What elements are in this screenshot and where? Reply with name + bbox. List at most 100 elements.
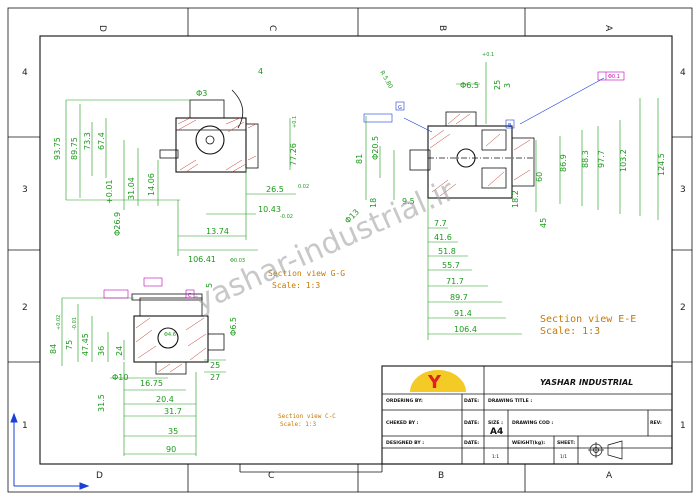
dim-18-2: 18.2 — [511, 190, 520, 208]
dim-55-7: 55.7 — [442, 261, 460, 270]
zone-right-3: 3 — [680, 185, 686, 195]
dim-31-7: 31.7 — [164, 407, 182, 416]
dim-27: 27 — [210, 373, 220, 382]
ordering-by-label: ORDERING BY: — [386, 398, 423, 404]
hatch-ee — [429, 113, 531, 197]
dim-88-3: 88.3 — [581, 150, 590, 168]
dim-36: 36 — [97, 346, 106, 356]
zone-left-3: 3 — [22, 185, 28, 195]
dim-phi-6-5-ee: Φ6.5 — [460, 81, 479, 90]
watermark: yashar-industrial.ir — [189, 173, 460, 319]
part-outline-ee — [409, 111, 535, 199]
tol-b-gg: -0.02 — [280, 214, 293, 220]
dim-106-4: 106.4 — [454, 325, 477, 334]
zone-top-a: A — [603, 25, 613, 32]
zone-left-1: 1 — [22, 421, 28, 431]
caption-gg: Section view G-G — [268, 269, 345, 278]
dim-75-cc: 75 — [65, 340, 74, 350]
dim-9-5: 9.5 — [402, 197, 415, 206]
dim-35: 35 — [168, 427, 178, 436]
dim-41-6: 41.6 — [434, 233, 452, 242]
dim-93-75: 93.75 — [53, 137, 62, 160]
dim-31-5: 31.5 — [97, 394, 106, 412]
dim-86-9: 86.9 — [559, 154, 568, 172]
section-view-gg: 93.75 89.75 73.3 67.4 31.04 14.06 Φ26.9 … — [53, 67, 345, 290]
dim-7-7: 7.7 — [434, 219, 447, 228]
zone-top-c: C — [267, 25, 277, 31]
checked-by-label: CHEKED BY : — [386, 420, 419, 426]
dim-91-4: 91.4 — [454, 309, 472, 318]
tol-c-gg: +0.01 — [105, 179, 114, 204]
dim-77-26: 77.26 — [289, 143, 298, 166]
dim-phi-4-6: Φ4.6 — [164, 332, 176, 338]
tol-01-ee: +0.1 — [482, 52, 494, 58]
hatch-cc — [135, 317, 207, 373]
dim-lines-ee — [365, 62, 659, 340]
dim-18-ee: 18 — [369, 198, 378, 208]
datum-c: C — [188, 293, 192, 299]
dim-phi-3: Φ3 — [196, 89, 207, 98]
dim-60: 60 — [535, 172, 544, 182]
company-name: YASHAR INDUSTRIAL — [540, 378, 633, 387]
date-label-1: DATE: — [464, 398, 479, 404]
dim-phi-20-5: Φ20.5 — [371, 136, 380, 160]
ucs-axis-icon — [10, 412, 90, 490]
zone-bottom-b: B — [438, 471, 444, 481]
dim-20-4: 20.4 — [156, 395, 174, 404]
sheet-value: 1/1 — [560, 454, 567, 460]
drawing-cod-label: DRAWING COD : — [512, 420, 553, 426]
zone-bottom-c: C — [268, 471, 274, 481]
date-label-3: DATE: — [464, 440, 479, 446]
dim-67-4: 67.4 — [97, 132, 106, 150]
dim-73-3: 73.3 — [83, 132, 92, 150]
dim-r5-80: R 5.80 — [378, 70, 394, 90]
zone-right-4: 4 — [680, 68, 686, 78]
scale-gg: Scale: 1:3 — [272, 281, 320, 290]
projection-symbol-icon — [588, 440, 623, 460]
title-block: Y YASHAR INDUSTRIAL ORDERING BY: DATE: D… — [381, 365, 673, 465]
dim-84: 84 — [49, 344, 58, 354]
gdt-tol-ee: Φ0.1 — [608, 74, 620, 80]
part-outline-gg — [159, 89, 259, 173]
date-label-2: DATE: — [464, 420, 479, 426]
zone-bottom-a: A — [606, 471, 613, 481]
dim-14-06: 14.06 — [147, 173, 156, 196]
caption-cc: Section view C-C — [278, 413, 336, 420]
drawing-title-label: DRAWING TITLE : — [488, 398, 532, 404]
datum-boxes-ee — [363, 77, 605, 133]
dim-13-74: 13.74 — [206, 227, 229, 236]
dim-89-7: 89.7 — [450, 293, 468, 302]
zone-right-1: 1 — [680, 421, 686, 431]
dim-25-cc: 25 — [210, 361, 220, 370]
dim-4-gg: 4 — [258, 67, 263, 76]
size-value: A4 — [490, 427, 503, 437]
dim-51-8: 51.8 — [438, 247, 456, 256]
section-view-cc: 84 75 +0.02 -0.01 47.45 36 24 Φ10 16.75 … — [49, 277, 336, 456]
datum-g: G — [398, 105, 402, 111]
sheet-label: SHEET: — [557, 440, 575, 446]
bottom-scale-strip — [239, 464, 383, 473]
section-view-ee: Φ6.5 +0.1 25 R 5.80 81 Φ20.5 18 Φ13 9.5 … — [343, 52, 666, 340]
dim-26-9: Φ26.9 — [113, 212, 122, 236]
dim-81: 81 — [355, 154, 364, 164]
dim-97-7: 97.7 — [597, 150, 606, 168]
rev-label: REV: — [650, 420, 662, 426]
dim-10-43: 10.43 — [258, 205, 281, 214]
dim-31-04: 31.04 — [127, 177, 136, 200]
zone-bottom-d: D — [96, 471, 103, 481]
svg-text:Y: Y — [427, 372, 442, 393]
tol-2-cc: -0.01 — [72, 317, 78, 330]
dim-89-75: 89.75 — [70, 137, 79, 160]
dim-90: 90 — [166, 445, 176, 454]
scale-value: 1:1 — [492, 454, 499, 460]
scale-ee: Scale: 1:3 — [540, 326, 600, 337]
dim-26-5: 26.5 — [266, 185, 284, 194]
dim-3-ee: 3 — [503, 83, 512, 88]
caption-ee: Section view E-E — [540, 314, 636, 325]
scale-cc: Scale: 1:3 — [280, 421, 317, 428]
company-logo: Y — [410, 370, 466, 393]
designed-by-label: DESIGNED BY : — [386, 440, 424, 446]
dim-25-ee: 25 — [493, 80, 502, 90]
